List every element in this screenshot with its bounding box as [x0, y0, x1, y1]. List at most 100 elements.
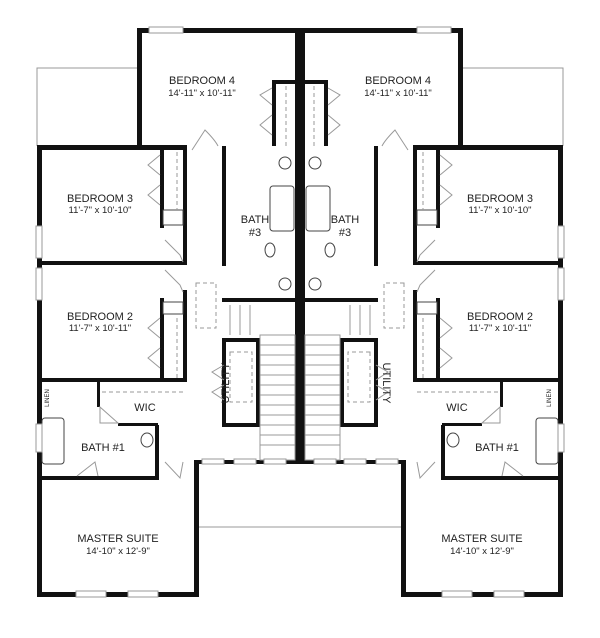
door[interactable] [164, 269, 184, 293]
party-wall [300, 28, 305, 464]
room-name: BEDROOM 3 [467, 193, 533, 205]
wall [374, 146, 378, 266]
wall [222, 298, 296, 302]
room-name: MASTER SUITE [77, 533, 158, 545]
room-dimensions: 14'-11" x 10'-11" [364, 88, 432, 99]
closet-bifold[interactable] [439, 317, 453, 369]
wall [183, 290, 187, 380]
wall [137, 28, 300, 33]
wall [118, 423, 158, 426]
window [75, 590, 107, 598]
wall [458, 28, 463, 150]
stairs[interactable] [229, 305, 296, 461]
window [35, 423, 43, 453]
room-name: BEDROOM 4 [365, 75, 431, 87]
wall [401, 462, 406, 597]
room-name: BEDROOM 3 [67, 193, 133, 205]
wall [436, 298, 440, 378]
unit-plan-right [300, 26, 565, 598]
door[interactable] [480, 405, 501, 424]
window [557, 225, 565, 259]
wall [441, 425, 445, 480]
sink [278, 156, 292, 170]
labels-right: BEDROOM 4 14'-11" x 10'-11" BEDROOM 3 11… [331, 75, 553, 557]
wall [37, 592, 199, 597]
door[interactable] [76, 461, 99, 477]
door[interactable] [416, 269, 436, 293]
door[interactable] [416, 461, 436, 480]
room-name: WIC [134, 402, 155, 414]
wall [413, 290, 417, 380]
window [35, 225, 43, 259]
linen-label: LINEN [45, 389, 51, 407]
wall [160, 148, 164, 228]
window [493, 590, 525, 598]
linen-label: LINEN [547, 389, 553, 407]
wall [194, 462, 199, 597]
wall [97, 382, 100, 407]
closet-bifold[interactable] [259, 87, 273, 136]
door[interactable] [164, 461, 184, 480]
room-dimensions: 11'-7" x 10'-11" [69, 323, 131, 334]
toilet [264, 242, 276, 258]
linen-shelf [416, 209, 438, 226]
utility-bifold[interactable] [211, 364, 225, 401]
door[interactable] [191, 129, 219, 151]
window [148, 26, 184, 34]
window [375, 458, 399, 465]
window [263, 458, 287, 465]
closet-bifold[interactable] [439, 154, 453, 206]
roof-outline [36, 67, 137, 146]
closet-bifold[interactable] [327, 87, 341, 136]
wall [272, 80, 276, 146]
sink [278, 277, 292, 291]
window [127, 590, 159, 598]
room-dimensions: 14'-11" x 10'-11" [168, 88, 236, 99]
wall [413, 145, 563, 150]
window [343, 458, 367, 465]
wall [37, 145, 187, 150]
room-name: BATH [331, 214, 360, 226]
window [557, 423, 565, 453]
sink [140, 432, 154, 448]
closet-bifold[interactable] [147, 154, 161, 206]
room-name: BATH #1 [81, 442, 125, 454]
sink [446, 432, 460, 448]
room-name: UTILITY [220, 362, 232, 404]
door[interactable] [164, 239, 184, 263]
room-name: BATH [241, 214, 270, 226]
bathtub [269, 185, 295, 232]
labels-left: BEDROOM 4 14'-11" x 10'-11" BEDROOM 3 11… [45, 75, 269, 557]
wall [183, 145, 187, 265]
window [313, 458, 337, 465]
room-dimensions: 11'-7" x 10'-10" [68, 205, 131, 216]
washer-dryer [347, 351, 371, 403]
wall [324, 80, 328, 146]
door[interactable] [416, 239, 436, 263]
room-dimensions: 11'-7" x 10'-10" [468, 205, 531, 216]
window [557, 267, 565, 301]
utility-bifold[interactable] [375, 364, 389, 401]
room-name: BEDROOM 2 [467, 311, 533, 323]
wall [37, 145, 42, 597]
closet-bifold[interactable] [147, 317, 161, 369]
wall [436, 148, 440, 228]
attic-access [383, 282, 405, 329]
wall [442, 423, 482, 426]
linen-shelf [162, 301, 184, 315]
wall [37, 476, 157, 480]
door[interactable] [501, 461, 524, 477]
toilet [324, 242, 336, 258]
stairs[interactable] [304, 305, 371, 461]
room-name: #3 [339, 227, 351, 239]
wall [413, 378, 563, 382]
room-dimensions: 14'-10" x 12'-9" [450, 546, 514, 557]
room-name: BATH #1 [475, 442, 519, 454]
door[interactable] [381, 129, 409, 151]
door[interactable] [99, 405, 120, 424]
unit-plan-left [35, 26, 300, 598]
room-name: BEDROOM 4 [169, 75, 235, 87]
room-dimensions: 14'-10" x 12'-9" [86, 546, 150, 557]
bathtub [305, 185, 331, 232]
utility-closet [222, 338, 260, 427]
